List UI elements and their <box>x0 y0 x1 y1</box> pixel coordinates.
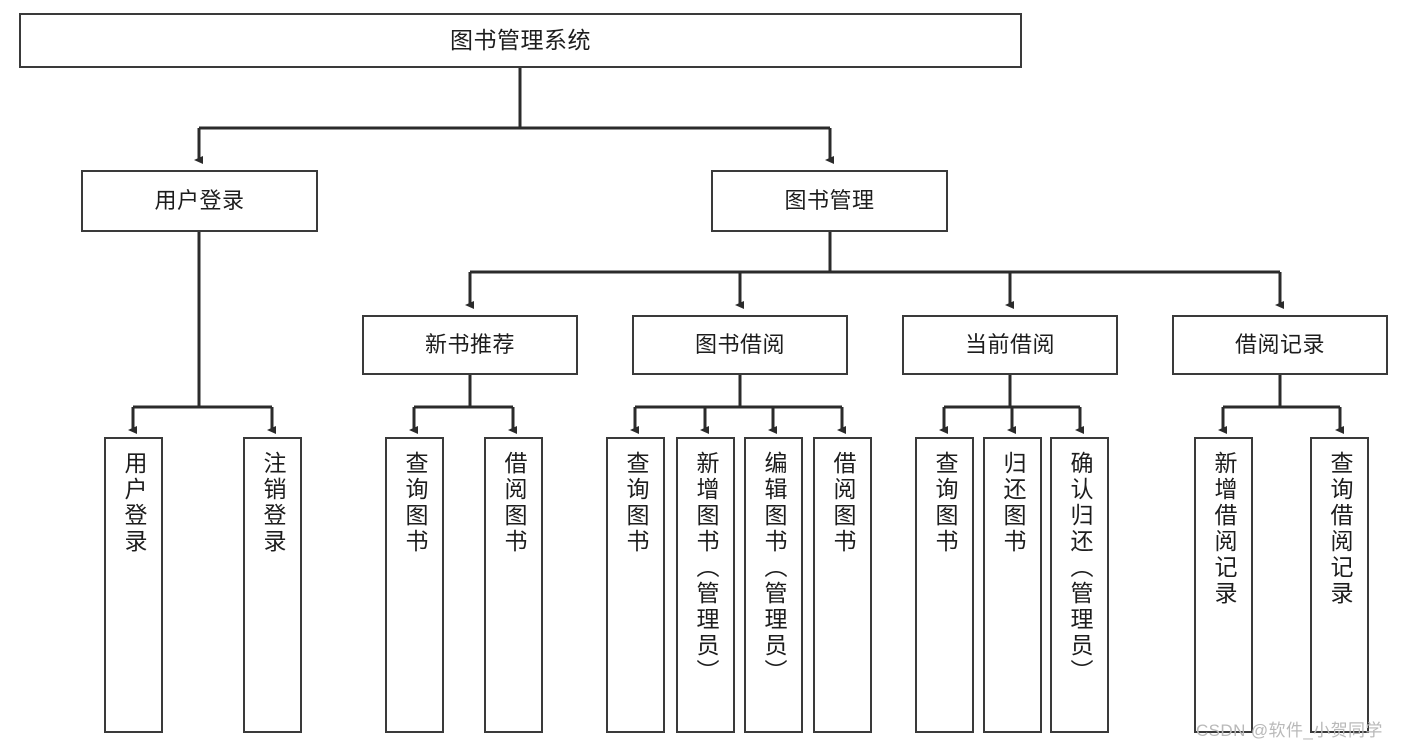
node-label: 归还图书 <box>1000 451 1026 555</box>
node-new-book-recommendation[interactable]: 新书推荐 <box>362 315 578 375</box>
node-label: 新增图书（管理员） <box>693 451 719 685</box>
node-label: 图书管理系统 <box>450 26 591 53</box>
node-label: 用户登录 <box>154 188 245 214</box>
leaf-book-borrow-query-book[interactable]: 查询图书 <box>606 437 665 733</box>
node-label: 新书推荐 <box>424 332 515 358</box>
node-label: 图书管理 <box>784 188 875 214</box>
leaf-current-borrow-query-book[interactable]: 查询图书 <box>915 437 974 733</box>
leaf-book-borrow-add-book-admin[interactable]: 新增图书（管理员） <box>676 437 735 733</box>
node-label: 查询图书 <box>932 451 958 555</box>
leaf-current-borrow-confirm-return-admin[interactable]: 确认归还（管理员） <box>1050 437 1109 733</box>
node-label: 编辑图书（管理员） <box>761 451 787 685</box>
node-book-borrow[interactable]: 图书借阅 <box>632 315 848 375</box>
node-label: 当前借阅 <box>964 332 1055 358</box>
node-borrow-records[interactable]: 借阅记录 <box>1172 315 1388 375</box>
leaf-new-book-borrow-book[interactable]: 借阅图书 <box>484 437 543 733</box>
node-label: 查询借阅记录 <box>1327 451 1353 607</box>
leaf-book-borrow-edit-book-admin[interactable]: 编辑图书（管理员） <box>744 437 803 733</box>
node-label: 查询图书 <box>623 451 649 555</box>
node-label: 借阅图书 <box>501 451 527 555</box>
leaf-user-login-signin[interactable]: 用户登录 <box>104 437 163 733</box>
leaf-user-login-signout[interactable]: 注销登录 <box>243 437 302 733</box>
node-user-login[interactable]: 用户登录 <box>81 170 318 232</box>
node-label: 图书借阅 <box>694 332 785 358</box>
node-book-management[interactable]: 图书管理 <box>711 170 948 232</box>
leaf-book-borrow-borrow-book[interactable]: 借阅图书 <box>813 437 872 733</box>
node-current-borrow[interactable]: 当前借阅 <box>902 315 1118 375</box>
node-label: 查询图书 <box>402 451 428 555</box>
leaf-borrow-records-add-record[interactable]: 新增借阅记录 <box>1194 437 1253 733</box>
leaf-new-book-query-book[interactable]: 查询图书 <box>385 437 444 733</box>
leaf-current-borrow-return-book[interactable]: 归还图书 <box>983 437 1042 733</box>
node-label: 借阅图书 <box>830 451 856 555</box>
node-root-library-management-system[interactable]: 图书管理系统 <box>19 13 1022 68</box>
node-label: 注销登录 <box>260 451 286 555</box>
leaf-borrow-records-query-record[interactable]: 查询借阅记录 <box>1310 437 1369 733</box>
node-label: 用户登录 <box>121 451 147 555</box>
node-label: 新增借阅记录 <box>1211 451 1237 607</box>
node-label: 借阅记录 <box>1234 332 1325 358</box>
node-label: 确认归还（管理员） <box>1067 451 1093 685</box>
